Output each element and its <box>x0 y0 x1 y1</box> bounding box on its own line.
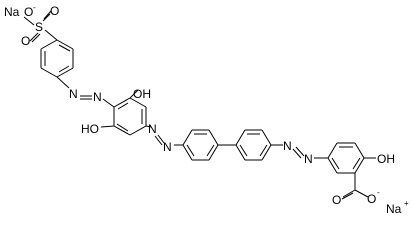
carbonyl-oxygen-label: O <box>332 193 341 207</box>
hydroxyl-label-ring-b-top: OH <box>133 87 151 101</box>
structure-diagram: Na O - S O O N N OH HO N N N N OH O O - … <box>4 3 409 216</box>
hydroxyl-label-ring-e: OH <box>377 152 395 166</box>
carboxylate-oxygen-label: O <box>367 192 376 206</box>
ring-a-benzene <box>40 39 74 78</box>
molecule-drawing: Na O - S O O N N OH HO N N N N OH O O - … <box>4 3 409 216</box>
sodium-label-bottom: Na <box>386 202 402 216</box>
azo-bond-1 <box>56 76 115 108</box>
azo1-nitrogen-a: N <box>69 87 78 101</box>
minus-charge-bottom: - <box>377 188 380 197</box>
azo1-nitrogen-b: N <box>93 90 102 104</box>
hydroxyl-label-ring-b-left: HO <box>81 122 99 136</box>
sulfonate-group <box>23 10 58 43</box>
azo2-nitrogen-a: N <box>148 122 157 136</box>
azo-bond-2 <box>145 125 183 146</box>
oxygen-label-sulfonyl-top: O <box>50 4 59 18</box>
ring-c-biphenyl-left <box>182 129 219 161</box>
azo-bond-3 <box>271 144 328 159</box>
ring-e-salicylate <box>327 142 376 200</box>
oxygen-anion-label-top: O <box>24 5 33 19</box>
plus-charge-bottom: + <box>404 199 409 208</box>
ring-b-dihydroxybenzene <box>100 89 147 136</box>
azo2-nitrogen-b: N <box>163 140 172 154</box>
minus-charge-top: - <box>33 3 36 12</box>
azo3-nitrogen-b: N <box>304 152 313 166</box>
sulfur-label: S <box>35 20 43 34</box>
ring-d-biphenyl-right <box>235 129 272 161</box>
azo3-nitrogen-a: N <box>283 139 292 153</box>
oxygen-label-sulfonyl-bottom: O <box>21 34 30 48</box>
sodium-label-top: Na <box>4 5 20 19</box>
